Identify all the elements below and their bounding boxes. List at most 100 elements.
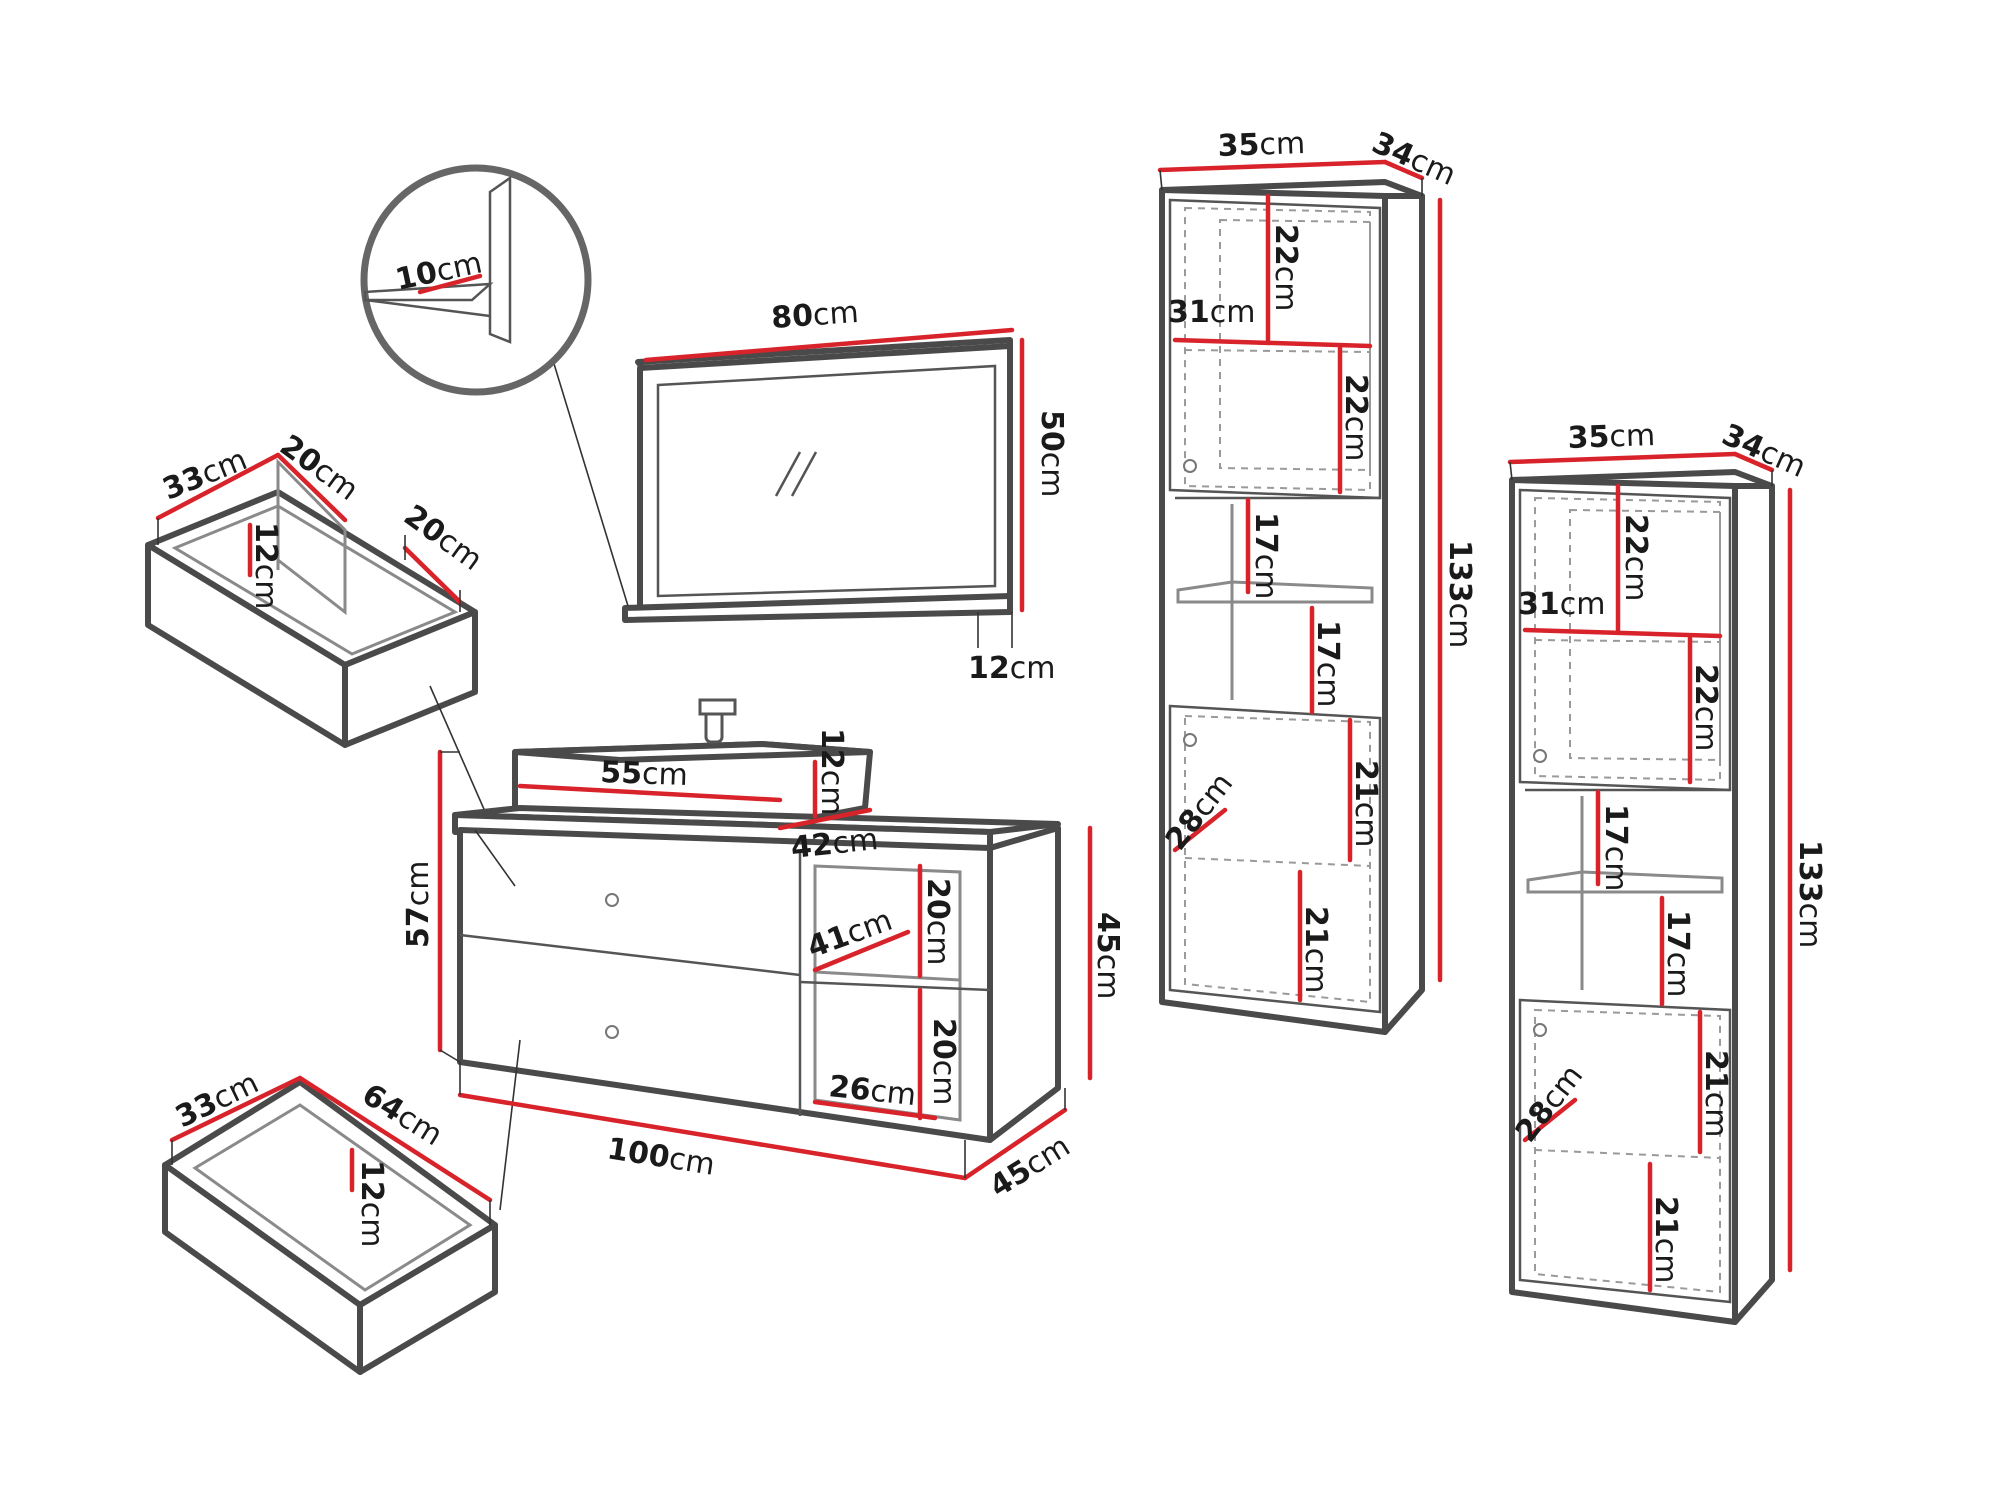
mirror-shelf-label: 12cm xyxy=(968,651,1055,686)
top-drawer-height-label: 12cm xyxy=(248,522,283,609)
tall1-shelf-1-label: 22cm xyxy=(1268,224,1303,311)
tall2-open-shelf xyxy=(1526,870,1724,894)
top-drawer-depth-label: 33cm xyxy=(158,442,252,507)
basin-depth-label: 42cm xyxy=(789,822,880,866)
drawer-leader-bottom xyxy=(499,1039,521,1211)
tall1-depth-line xyxy=(1382,159,1425,181)
vanity-cabinet xyxy=(437,698,1093,1211)
tall1-knob-bottom xyxy=(1183,733,1197,747)
tall1-height-label: 133cm xyxy=(1442,540,1477,648)
basin-top xyxy=(512,741,873,763)
drawer-knob-top xyxy=(605,893,619,907)
basin-height-label: 12cm xyxy=(814,728,849,815)
tall1-dash-shelf-2 xyxy=(1184,857,1371,867)
tall1-inner-width-line xyxy=(1172,337,1373,349)
tall2-shelf-1-label: 22cm xyxy=(1618,514,1653,601)
tall1-width-label: 35cm xyxy=(1217,126,1306,164)
tall1-side xyxy=(1382,193,1425,1035)
tall2-inner-width-line xyxy=(1522,627,1723,639)
bottom-drawer-depth-line xyxy=(169,1075,303,1143)
tall-cabinet-1 xyxy=(1157,159,1443,1035)
top-drawer-partition xyxy=(276,458,347,616)
tall1-inner-top xyxy=(1184,206,1371,492)
mirror-shelf xyxy=(622,593,1013,623)
mirror-width-line xyxy=(643,327,1015,363)
tall2-cap-a xyxy=(1509,461,1513,481)
tall2-inner-width-label: 31cm xyxy=(1518,587,1605,622)
mirror-width-label: 80cm xyxy=(770,295,860,336)
detail-shelf-bottom xyxy=(364,298,491,318)
tall2-inner-top xyxy=(1534,496,1721,782)
tall2-width-label: 35cm xyxy=(1567,418,1656,456)
top-drawer-inner xyxy=(171,504,459,656)
mirror-frame xyxy=(637,343,1013,615)
tall1-inner-top-back xyxy=(1219,218,1371,472)
cabinet-width-label: 100cm xyxy=(605,1131,717,1183)
height-cap-bottom xyxy=(439,1049,461,1063)
shelf-bottom-width-line xyxy=(812,1099,938,1121)
shelf-top-width-line xyxy=(812,929,911,973)
shelf-top-height-label: 20cm xyxy=(920,878,955,965)
top-drawer-side-face xyxy=(342,609,478,748)
tall2-dash-shelf-2 xyxy=(1534,1149,1721,1159)
glass-reflection-2 xyxy=(790,451,818,497)
tall2-dash-shelf-1 xyxy=(1534,639,1721,643)
tall2-shelf-5-label: 21cm xyxy=(1698,1050,1733,1137)
tall2-side xyxy=(1732,483,1775,1325)
open-shelf-board xyxy=(799,980,991,992)
tall2-shelf-3-label: 17cm xyxy=(1598,804,1633,891)
top-drawer-section-b-label: 20cm xyxy=(397,498,488,578)
tall1-shelf-4-label: 17cm xyxy=(1310,620,1345,707)
detail-shelf-line xyxy=(417,273,483,295)
drawer-knob-bottom xyxy=(605,1025,619,1039)
tall1-knob-top xyxy=(1183,459,1197,473)
tall1-door-bottom xyxy=(1168,704,1382,1014)
top-drawer-organizer xyxy=(145,452,516,881)
tall2-knob-bottom xyxy=(1533,1023,1547,1037)
tall1-shelf-3-label: 17cm xyxy=(1248,512,1283,599)
tall2-depth-line xyxy=(1732,451,1775,473)
tall1-inner-bottom xyxy=(1184,714,1371,1004)
cabinet-height-left-label: 57cm xyxy=(401,861,436,948)
tall2-height-label: 133cm xyxy=(1792,840,1827,948)
tall2-knob-top xyxy=(1533,749,1547,763)
tall2-width-line xyxy=(1507,451,1738,465)
mirror-height-label: 50cm xyxy=(1034,410,1069,497)
tall1-shelf-6-label: 21cm xyxy=(1298,906,1333,993)
bottom-drawer-side-face xyxy=(357,1222,498,1375)
top-drawer-section-b-line xyxy=(402,545,463,605)
tall2-shelf-6-label: 21cm xyxy=(1648,1196,1683,1283)
shelf-bottom-width-label: 26cm xyxy=(827,1069,918,1113)
tall2-shelf-4-label: 17cm xyxy=(1660,910,1695,997)
tall1-shelf-5-label: 21cm xyxy=(1348,760,1383,847)
cabinet-height-right-label: 45cm xyxy=(1090,912,1125,999)
tall2-inner-bottom xyxy=(1534,1008,1721,1294)
tall1-width-line xyxy=(1157,159,1388,173)
glass-reflection-1 xyxy=(774,451,802,497)
tall1-shelf-2-label: 22cm xyxy=(1338,374,1373,461)
detail-shelf-label: 10cm xyxy=(392,245,485,297)
basin-width-line xyxy=(517,783,783,803)
tall2-shelf-2-label: 22cm xyxy=(1688,664,1723,751)
top-drawer-depth-line xyxy=(155,452,281,521)
basin-depth-line xyxy=(777,807,873,831)
open-shelf-board-inner xyxy=(814,970,961,982)
bottom-drawer-height-label: 12cm xyxy=(354,1160,389,1247)
basin-width-label: 55cm xyxy=(600,755,689,793)
detail-leader-line xyxy=(539,317,629,607)
tall2-inner-depth-line xyxy=(1522,1097,1578,1143)
cabinet-width-line xyxy=(457,1092,968,1181)
bottom-drawer-width-line xyxy=(297,1075,493,1203)
cabinet-depth-label: 45cm xyxy=(984,1129,1077,1205)
bottom-drawer xyxy=(162,1075,498,1375)
top-drawer-section-a-line xyxy=(275,452,348,523)
cabinet-side xyxy=(987,825,1061,1143)
magnifier-circle xyxy=(360,164,592,396)
tall1-cap-a xyxy=(1159,169,1163,191)
mirror xyxy=(539,317,1025,648)
tall2-inner-top-back xyxy=(1569,508,1721,762)
tall1-open-shelf xyxy=(1176,580,1374,604)
mirror-glass xyxy=(656,364,997,598)
shelf-bottom-height-label: 20cm xyxy=(926,1018,961,1105)
